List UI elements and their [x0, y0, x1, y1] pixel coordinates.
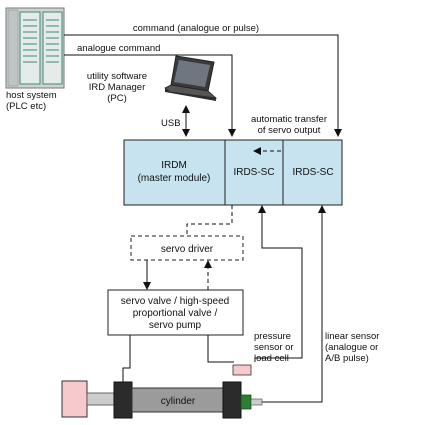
- analogue-command-line: [64, 54, 236, 137]
- auto-transfer-label-1: automatic transfer: [251, 114, 327, 125]
- host-system-label-1: host system: [6, 90, 57, 101]
- utility-software-label-2: IRD Manager: [89, 82, 146, 93]
- analogue-command-label: analogue command: [77, 43, 160, 54]
- pressure-sensor-label-1: pressure: [254, 331, 291, 342]
- utility-software-label-1: utility software: [87, 71, 147, 82]
- pressure-sensor-label-2: sensor or: [254, 342, 294, 353]
- servo-valve-box: [107, 289, 244, 336]
- linear-sensor-label-3: A/B pulse): [325, 353, 369, 364]
- linear-sensor-label-2: (analogue or: [325, 342, 378, 353]
- servo-driver-box: [130, 235, 244, 261]
- irds-sc-2-label: IRDS-SC: [292, 167, 333, 178]
- utility-software-label-3: (PC): [107, 93, 127, 104]
- irdm-label-2: (master module): [138, 173, 211, 184]
- pressure-sensor-label-3: load cell: [254, 353, 289, 364]
- servo-output-line: [186, 205, 233, 236]
- linear-sensor-label-1: linear sensor: [325, 331, 379, 342]
- servo-valve-label-2: proportional valve /: [133, 308, 218, 319]
- plc-rack-icon: [5, 7, 65, 89]
- host-system-label-2: (PLC etc): [6, 101, 46, 112]
- usb-label: USB: [161, 118, 181, 129]
- irdm-label-1: IRDM: [161, 160, 187, 171]
- cylinder-assembly: [61, 364, 263, 419]
- cylinder-end-left: [113, 381, 133, 419]
- servo-driver-label: servo driver: [161, 244, 214, 255]
- servo-valve-label-1: servo valve / high-speed: [121, 296, 229, 307]
- linear-sensor-line: [262, 205, 326, 403]
- linear-sensor-connector: [250, 398, 263, 406]
- cylinder-label: cylinder: [161, 396, 196, 407]
- pressure-sensor-line: [254, 205, 303, 362]
- auto-transfer-label-2: of servo output: [258, 125, 321, 136]
- linear-sensor-head: [240, 394, 252, 410]
- load-block: [61, 380, 88, 418]
- command-label: command (analogue or pulse): [133, 23, 259, 34]
- pressure-sensor-block: [232, 364, 252, 376]
- servo-valve-label-3: servo pump: [149, 320, 202, 331]
- piston-rod: [86, 392, 115, 406]
- command-line: [64, 34, 342, 137]
- laptop-icon: [164, 55, 218, 101]
- irds-sc-1-label: IRDS-SC: [233, 167, 274, 178]
- cylinder-end-right: [222, 381, 242, 419]
- hydraulic-lines: [122, 335, 234, 382]
- module-group: [123, 139, 343, 206]
